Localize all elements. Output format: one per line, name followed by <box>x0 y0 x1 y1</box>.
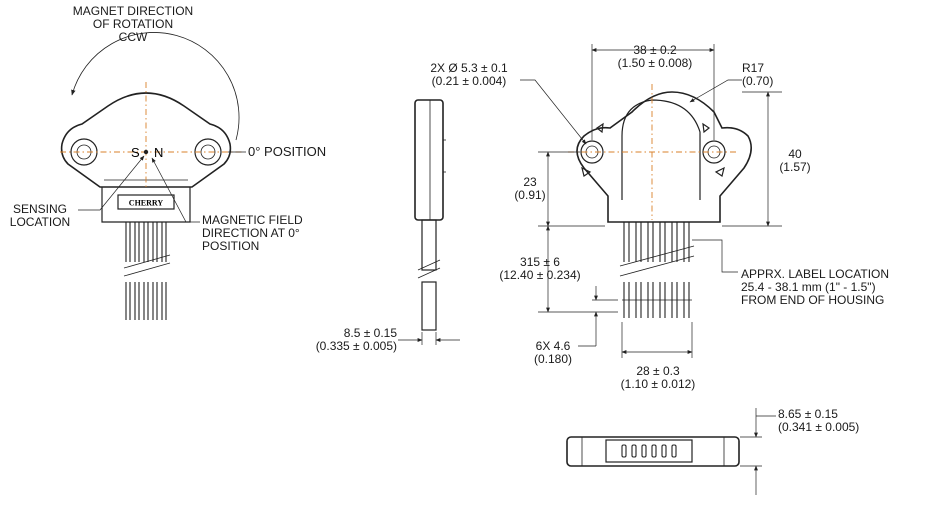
side-view <box>398 99 460 345</box>
lead-length-label: 315 ± 6 (12.40 ± 0.234) <box>499 255 581 282</box>
bottom-pins <box>621 444 677 458</box>
zero-position-label: 0° POSITION <box>248 144 327 159</box>
pole-n: N <box>154 145 163 160</box>
main-housing <box>576 91 752 223</box>
height-label: 40 (1.57) <box>779 147 811 174</box>
side-thickness-label: 8.5 ± 0.15 (0.335 ± 0.005) <box>315 326 397 353</box>
side-lead <box>421 219 437 271</box>
dimensioned-view <box>520 44 782 358</box>
strip-length-label: 6X 4.6 (0.180) <box>533 339 573 366</box>
lead-span-label: 28 ± 0.3 (1.10 ± 0.012) <box>620 364 696 391</box>
bottom-thickness-label: 8.65 ± 0.15 (0.341 ± 0.005) <box>778 407 860 434</box>
sensing-point <box>143 149 149 155</box>
center-height-label: 23 (0.91) <box>514 175 546 202</box>
radius-label: R17 (0.70) <box>742 61 774 88</box>
front-view: CHERRY <box>60 32 246 320</box>
front-pins <box>123 222 171 320</box>
sensing-location-label: SENSING LOCATION <box>9 202 71 229</box>
rotation-arrow <box>71 32 240 141</box>
main-pins <box>619 222 695 318</box>
hole-diameter-label: 2X Ø 5.3 ± 0.1 (0.21 ± 0.004) <box>430 61 508 88</box>
pole-s: S <box>131 145 140 160</box>
front-label-plate <box>117 194 175 210</box>
rotation-label: MAGNET DIRECTION OF ROTATION CCW <box>72 4 194 44</box>
side-housing <box>414 99 444 221</box>
label-location-note: APPRX. LABEL LOCATION 25.4 - 38.1 mm (1"… <box>741 267 890 307</box>
hole-spacing-label: 38 ± 0.2 (1.50 ± 0.008) <box>617 43 693 70</box>
bottom-view <box>566 408 776 495</box>
magnetic-field-label: MAGNETIC FIELD DIRECTION AT 0° POSITION <box>202 213 303 253</box>
hole-left <box>580 140 604 164</box>
logo-text: CHERRY <box>129 199 164 208</box>
